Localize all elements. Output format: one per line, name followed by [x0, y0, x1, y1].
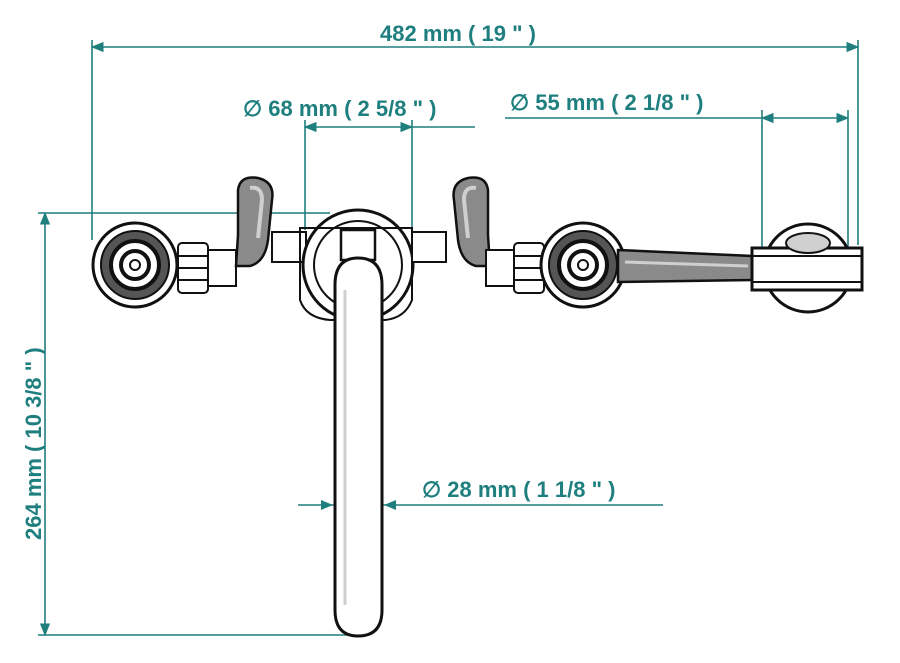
left-coupling-nut	[177, 242, 237, 294]
spout-arrow-right	[384, 500, 396, 510]
dimension-lines	[38, 40, 860, 637]
faucet-drawing	[91, 176, 864, 638]
spout-diameter-label: ∅ 28 mm ( 1 1/8 " )	[422, 477, 615, 502]
spout	[333, 256, 384, 638]
right-connector	[411, 231, 447, 263]
handle-diameter-label: ∅ 55 mm ( 2 1/8 " )	[510, 90, 703, 115]
left-handle-wheel	[91, 221, 179, 309]
overall-height-label: 264 mm ( 10 3/8 " )	[21, 347, 46, 540]
right-coupling-nut	[485, 242, 545, 294]
overall-width-label: 482 mm ( 19 " )	[380, 21, 536, 46]
body-diameter-label: ∅ 68 mm ( 2 5/8 " )	[243, 96, 436, 121]
right-handle-wheel	[539, 221, 627, 309]
dimension-labels: 482 mm ( 19 " ) ∅ 68 mm ( 2 5/8 " ) ∅ 55…	[21, 21, 703, 540]
right-wall-bracket	[452, 176, 492, 268]
lever-handle-knob	[750, 222, 864, 314]
spout-arrow-left	[321, 500, 333, 510]
left-wall-bracket	[234, 176, 274, 268]
